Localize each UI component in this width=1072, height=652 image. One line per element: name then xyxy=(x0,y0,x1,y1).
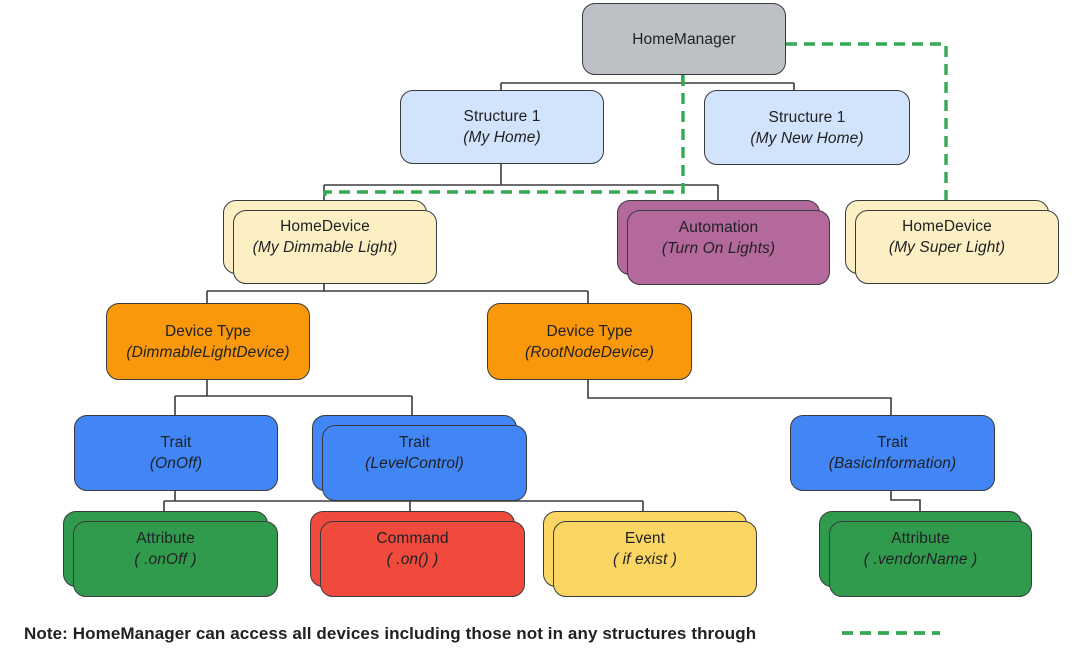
connector-devicetype-to-traits xyxy=(174,378,413,416)
dashed-link-manager-to-dimmable-light xyxy=(323,75,685,200)
node-structure-my-home: Structure 1 (My Home) xyxy=(400,90,604,164)
node-title: Automation xyxy=(678,218,759,236)
node-device-type-rootnode: Device Type (RootNodeDevice) xyxy=(487,303,692,380)
node-subtitle: (BasicInformation) xyxy=(828,455,957,472)
node-attribute-vendorname: Attribute ( .vendorName ) xyxy=(819,511,1032,597)
node-title: Trait xyxy=(877,434,908,451)
node-subtitle: (My Home) xyxy=(463,129,541,146)
node-title: HomeDevice xyxy=(902,218,992,235)
node-subtitle: (RootNodeDevice) xyxy=(524,343,655,361)
node-title: Device Type xyxy=(546,322,633,340)
node-subtitle: (OnOff) xyxy=(149,455,203,472)
node-title: Attribute xyxy=(891,530,950,547)
node-title: Structure 1 xyxy=(463,108,541,125)
connector-manager-to-structures xyxy=(500,73,795,91)
node-automation: Automation (Turn On Lights) xyxy=(617,200,830,285)
node-subtitle: ( if exist ) xyxy=(612,551,678,568)
connector-structure-to-children xyxy=(323,162,719,201)
node-subtitle: (DimmableLightDevice) xyxy=(126,343,290,361)
node-subtitle: (My New Home) xyxy=(750,129,864,147)
node-device-type-dimmable: Device Type (DimmableLightDevice) xyxy=(106,303,310,380)
node-trait-levelcontrol: Trait (LevelControl) xyxy=(312,415,527,501)
node-title: Structure 1 xyxy=(768,108,846,126)
node-attribute-onoff: Attribute ( .onOff ) xyxy=(63,511,278,597)
node-subtitle: (My Super Light) xyxy=(888,239,1006,256)
connector-basicinfo-to-attribute xyxy=(890,489,921,512)
node-trait-onoff: Trait (OnOff) xyxy=(74,415,278,491)
node-home-manager: HomeManager xyxy=(582,3,786,75)
node-subtitle: ( .onOff ) xyxy=(134,551,197,568)
node-trait-basicinformation: Trait (BasicInformation) xyxy=(790,415,995,491)
connector-rootnode-to-trait xyxy=(587,378,892,416)
node-command-on: Command ( .on() ) xyxy=(310,511,525,597)
node-title: HomeManager xyxy=(632,30,736,48)
node-subtitle: ( .on() ) xyxy=(386,551,439,568)
node-home-device-dimmable: HomeDevice (My Dimmable Light) xyxy=(223,200,437,284)
node-title: Trait xyxy=(399,434,430,451)
node-structure-my-new-home: Structure 1 (My New Home) xyxy=(704,90,910,165)
node-subtitle: (Turn On Lights) xyxy=(661,239,776,257)
node-title: Device Type xyxy=(164,322,252,340)
node-home-device-super: HomeDevice (My Super Light) xyxy=(845,200,1059,284)
node-title: Command xyxy=(376,530,449,547)
node-title: HomeDevice xyxy=(280,218,370,235)
node-subtitle: ( .vendorName ) xyxy=(863,551,978,568)
node-title: Attribute xyxy=(136,530,195,547)
node-title: Trait xyxy=(160,434,192,451)
node-title: Event xyxy=(624,530,666,547)
node-event-if-exist: Event ( if exist ) xyxy=(543,511,757,597)
footnote-text: Note: HomeManager can access all devices… xyxy=(24,624,757,643)
node-subtitle: (My Dimmable Light) xyxy=(252,239,398,256)
node-subtitle: (LevelControl) xyxy=(365,455,464,472)
